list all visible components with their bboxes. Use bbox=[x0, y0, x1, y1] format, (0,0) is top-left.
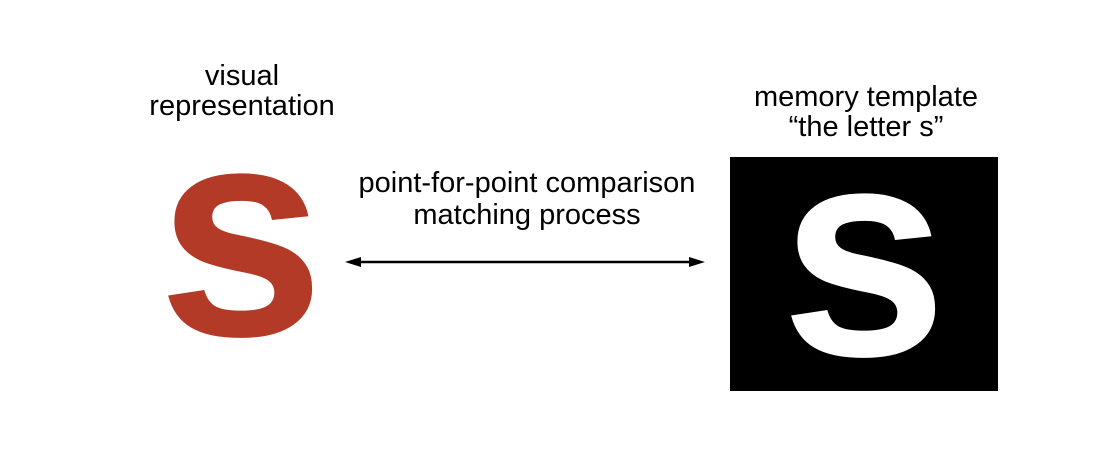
memory-template-letter: s bbox=[781, 83, 948, 419]
memory-template-label: memory template “the letter s” bbox=[686, 82, 1046, 142]
comparison-arrow-left-head bbox=[345, 257, 361, 267]
comparison-caption-line1: point-for-point comparison bbox=[358, 167, 696, 199]
comparison-arrow-right-head bbox=[689, 257, 705, 267]
visual-representation-label-line1: visual bbox=[204, 60, 280, 92]
comparison-caption-line2: matching process bbox=[413, 199, 641, 231]
visual-representation-label-line2: representation bbox=[149, 90, 335, 122]
visual-representation-label: visual representation bbox=[92, 61, 392, 121]
comparison-caption: point-for-point comparison matching proc… bbox=[307, 167, 747, 231]
memory-template-box bbox=[730, 157, 998, 391]
visual-stimulus-letter: s bbox=[158, 63, 325, 399]
memory-template-label-line1: memory template bbox=[753, 81, 978, 113]
memory-template-label-line2: “the letter s” bbox=[788, 111, 944, 143]
comparison-arrow bbox=[345, 257, 705, 267]
